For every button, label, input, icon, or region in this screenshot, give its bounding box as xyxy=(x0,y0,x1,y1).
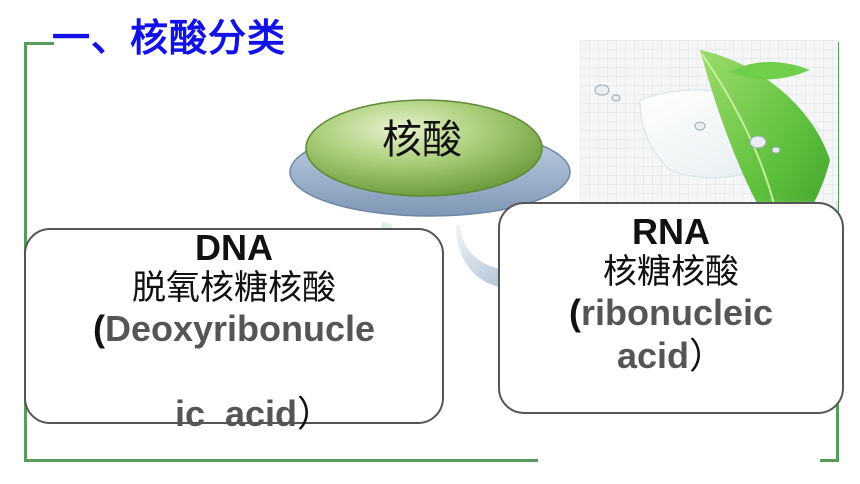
rna-english-name-line2: acid） xyxy=(500,335,842,377)
dna-english-part1: Deoxyribonucle xyxy=(104,308,376,350)
dna-english-part2: ic acid xyxy=(174,393,298,435)
rna-english-part2: acid xyxy=(616,334,690,376)
rna-close-paren: ） xyxy=(689,334,726,376)
frame-bottom-right-line xyxy=(820,459,839,462)
rna-chinese-name: 核糖核酸 xyxy=(603,251,739,292)
dna-node: DNA 脱氧核糖核酸 (Deoxyribonucle ic acid） xyxy=(24,227,444,434)
dna-close-paren: ） xyxy=(297,393,334,435)
root-node-label: 核酸 xyxy=(382,117,462,163)
dna-open-paren: ( xyxy=(92,308,105,350)
root-node-disk xyxy=(289,99,571,217)
dna-english-name-line1: (Deoxyribonucle xyxy=(26,308,442,350)
dna-abbr: DNA xyxy=(195,227,273,268)
rna-english-name-line1: (ribonucleic xyxy=(500,292,842,334)
frame-bottom-left-line xyxy=(24,459,538,462)
rna-node: RNA 核糖核酸 (ribonucleic acid） xyxy=(498,202,844,414)
rna-abbr: RNA xyxy=(632,211,710,252)
rna-english-part1: ribonucleic xyxy=(580,292,774,334)
slide-title: 一、核酸分类 xyxy=(52,16,287,60)
dna-english-name-line2: ic acid） xyxy=(26,351,442,478)
rna-open-paren: ( xyxy=(568,292,581,334)
frame-top-left-line xyxy=(24,42,54,45)
dna-chinese-name: 脱氧核糖核酸 xyxy=(132,267,336,308)
